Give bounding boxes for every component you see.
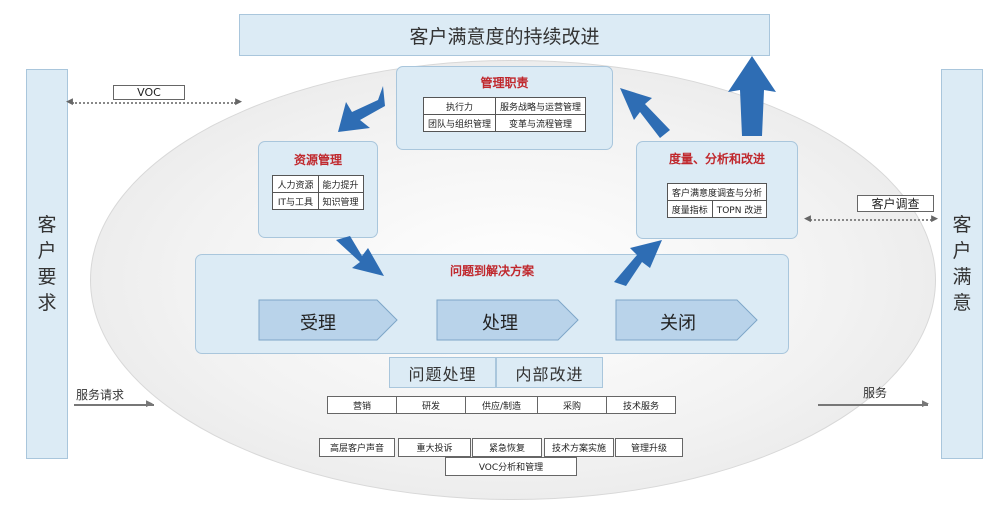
management-panel: 管理职责 执行力 服务战略与运营管理 团队与组织管理 变革与流程管理	[396, 66, 613, 150]
dept-supply: 供应/制造	[465, 396, 538, 414]
side-char: 户	[952, 240, 972, 262]
arrow-solution-to-measurement	[614, 240, 662, 286]
resource-panel: 资源管理 人力资源 能力提升 IT与工具 知识管理	[258, 141, 378, 238]
customer-satisfaction-bar: 客 户 满 意	[941, 69, 983, 459]
side-char: 求	[37, 292, 57, 314]
item-major-complaint: 重大投诉	[398, 438, 471, 457]
customer-requirements-bar: 客 户 要 求	[26, 69, 68, 459]
cell: TOPN 改进	[711, 200, 768, 218]
cell: 度量指标	[666, 200, 713, 218]
step-chevron	[436, 299, 579, 341]
step-close: 关闭	[660, 313, 696, 334]
problem-handling-tab: 问题处理	[389, 357, 496, 388]
resource-table: 人力资源 能力提升 IT与工具 知识管理	[272, 175, 364, 210]
side-char: 户	[37, 240, 57, 262]
management-table: 执行力 服务战略与运营管理 团队与组织管理 变革与流程管理	[422, 97, 587, 132]
step-process: 处理	[482, 313, 518, 334]
step-accept: 受理	[300, 313, 336, 334]
page-title: 客户满意度的持续改进	[239, 14, 770, 56]
service-request-label: 服务请求	[76, 388, 125, 402]
arrowhead-left-icon: ◀	[66, 97, 73, 107]
survey-tag: 客户调查	[857, 195, 934, 212]
solution-title: 问题到解决方案	[449, 264, 534, 278]
arrow-resource-to-solution	[336, 236, 384, 276]
measurement-table: 客户满意度调查与分析 度量指标 TOPN 改进	[666, 183, 768, 218]
cell: 变革与流程管理	[494, 114, 587, 132]
step-chevron	[615, 299, 758, 341]
cell: IT与工具	[272, 192, 319, 210]
step-chevron	[258, 299, 398, 341]
solution-steps	[258, 299, 758, 341]
measurement-title: 度量、分析和改进	[668, 152, 765, 166]
arrowhead-left-icon: ◀	[804, 214, 811, 224]
arrow-measurement-to-title	[728, 56, 776, 136]
service-arrow	[818, 404, 928, 406]
arrowhead-right-icon: ▶	[931, 214, 938, 224]
management-title: 管理职责	[480, 76, 529, 90]
side-char: 满	[952, 266, 972, 288]
arrowhead-right-icon: ▶	[922, 399, 929, 409]
service-request-arrow	[74, 404, 154, 406]
measurement-panel: 度量、分析和改进 客户满意度调查与分析 度量指标 TOPN 改进	[636, 141, 798, 239]
item-emergency-recovery: 紧急恢复	[472, 438, 542, 457]
voc-tag: VOC	[113, 85, 185, 100]
arrow-mgmt-to-resource	[338, 86, 385, 132]
item-management-escalation: 管理升级	[615, 438, 683, 457]
side-char: 要	[37, 266, 57, 288]
dept-tech-service: 技术服务	[606, 396, 676, 414]
side-char: 客	[952, 214, 972, 236]
cell: 知识管理	[317, 192, 364, 210]
arrow-measurement-to-mgmt	[620, 88, 670, 138]
item-executive-voice: 高层客户声音	[319, 438, 395, 457]
arrowhead-right-icon: ▶	[235, 97, 242, 107]
arrowhead-right-icon: ▶	[146, 399, 153, 409]
cell: 团队与组织管理	[422, 114, 497, 132]
item-tech-implementation: 技术方案实施	[544, 438, 614, 457]
side-char: 意	[952, 292, 972, 314]
side-char: 客	[37, 214, 57, 236]
cell: 服务战略与运营管理	[494, 97, 587, 115]
internal-improvement-tab: 内部改进	[496, 357, 603, 388]
resource-title: 资源管理	[293, 153, 342, 167]
voc-analysis-box: VOC分析和管理	[445, 457, 577, 476]
service-label: 服务	[863, 386, 888, 400]
